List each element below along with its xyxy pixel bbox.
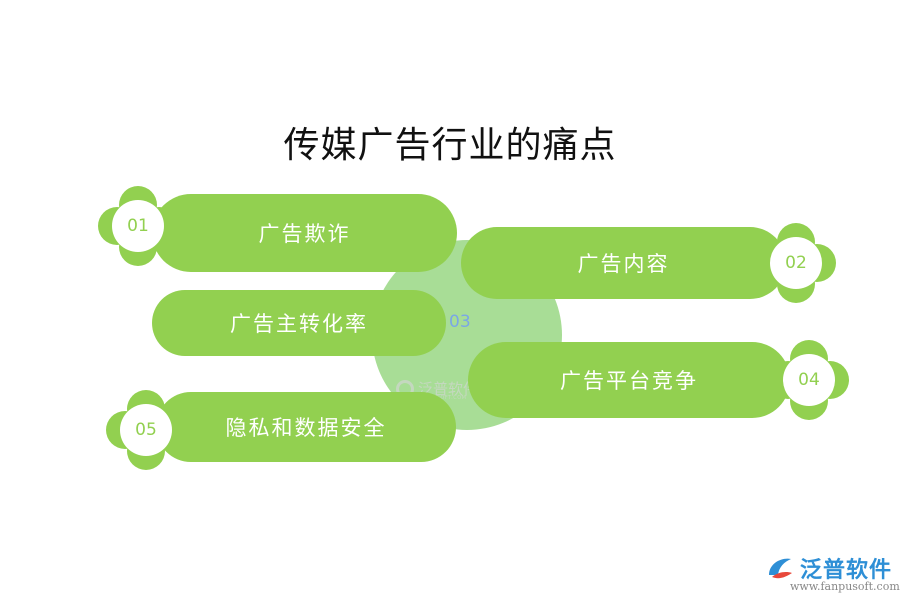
pain-point-label-1: 广告欺诈 <box>258 222 351 246</box>
pain-point-label-5: 隐私和数据安全 <box>225 416 387 440</box>
pain-point-pill-4: 广告平台竞争 <box>468 342 790 418</box>
pain-point-label-3: 广告主转化率 <box>230 312 368 336</box>
number-badge-1-text: 01 <box>112 200 164 252</box>
pain-point-pill-1: 广告欺诈 <box>152 194 457 272</box>
number-badge-4-text: 04 <box>783 354 835 406</box>
pain-point-label-4: 广告平台竞争 <box>560 369 698 393</box>
brand-logo-text: 泛普软件 <box>800 558 893 583</box>
pain-point-pill-3: 广告主转化率 <box>152 290 446 356</box>
number-badge-2-text: 02 <box>770 237 822 289</box>
brand-logo-icon <box>769 558 792 579</box>
brand-logo: 泛普软件 <box>766 552 892 584</box>
pain-point-label-2: 广告内容 <box>577 252 670 276</box>
number-badge-5-text: 05 <box>120 404 172 456</box>
pain-point-pill-5: 隐私和数据安全 <box>156 392 456 462</box>
center-number: 03 <box>449 312 471 332</box>
number-badge-1: 01 <box>98 186 178 266</box>
brand-url: www.fanpusoft.com <box>790 580 900 593</box>
number-badge-2: 02 <box>756 223 836 303</box>
number-badge-4: 04 <box>769 340 849 420</box>
diagram-title: 传媒广告行业的痛点 <box>283 125 617 166</box>
number-badge-5: 05 <box>106 390 186 470</box>
pain-point-pill-2: 广告内容 <box>461 227 786 299</box>
